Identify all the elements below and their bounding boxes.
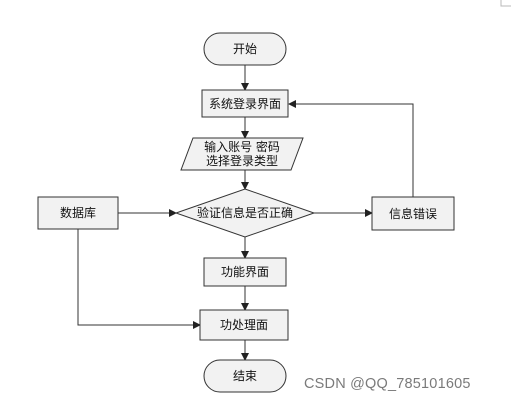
decision-label: 验证信息是否正确 (197, 205, 293, 220)
database-node: 数据库 (37, 196, 119, 230)
login-page-node: 系统登录界面 (201, 89, 289, 118)
error-node: 信息错误 (371, 196, 455, 231)
input-node: 输入账号 密码 选择登录类型 (180, 137, 304, 171)
corner-bracket-icon (500, 0, 511, 7)
decision-node: 验证信息是否正确 (174, 188, 316, 238)
processing-label: 功处理面 (220, 318, 268, 332)
error-label: 信息错误 (389, 206, 437, 221)
function-page-label: 功能界面 (221, 265, 269, 279)
start-label: 开始 (233, 42, 257, 56)
database-label: 数据库 (60, 205, 96, 220)
arrow-database-to-processing (77, 229, 201, 329)
csdn-watermark: CSDN @QQ_785101605 (304, 376, 471, 392)
login-page-label: 系统登录界面 (209, 96, 281, 111)
arrow-error-to-login (288, 100, 414, 197)
start-node: 开始 (203, 32, 287, 66)
end-node: 结束 (203, 359, 287, 393)
function-page-node: 功能界面 (203, 257, 287, 287)
input-label-line2: 选择登录类型 (206, 153, 278, 168)
processing-node: 功处理面 (199, 309, 289, 341)
end-label: 结束 (233, 369, 257, 383)
input-label-line1: 输入账号 密码 (204, 139, 280, 154)
connectors (77, 65, 414, 361)
